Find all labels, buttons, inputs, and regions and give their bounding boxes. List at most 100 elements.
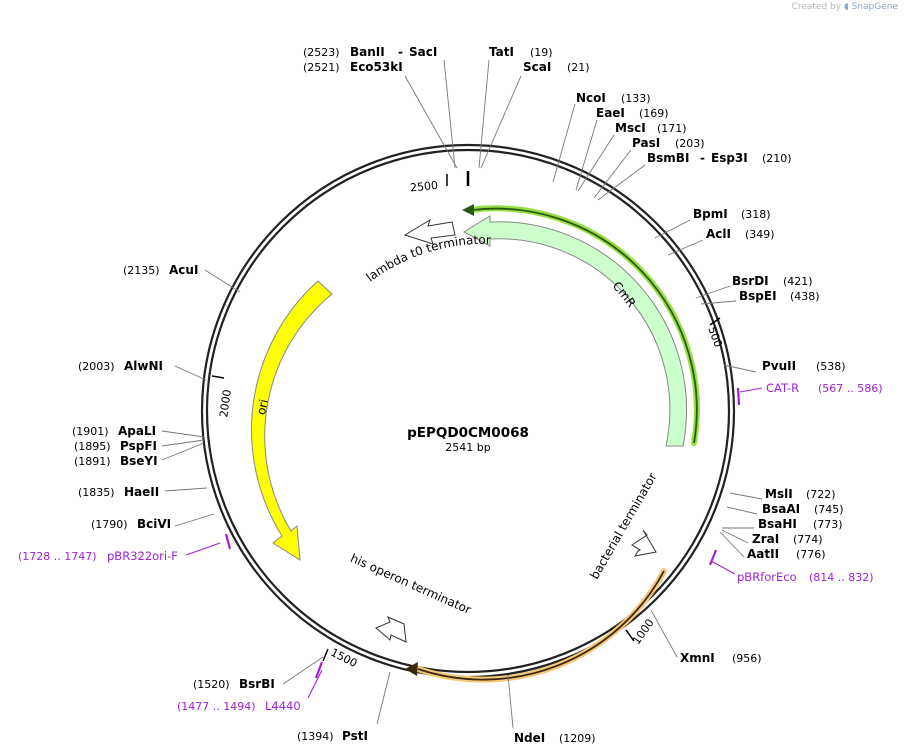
enzyme-position: (169) [639, 107, 669, 120]
enzyme-bsmbi-esp3i[interactable]: BsmBI - Esp3I (210) [647, 151, 792, 165]
enzyme-eco53ki[interactable]: (2521) Eco53kI [303, 60, 403, 74]
primer-name: CAT-R [766, 381, 799, 395]
enzyme-name: HaeII [124, 485, 159, 499]
primer-range: (1728 .. 1747) [18, 550, 97, 563]
primer-range: (1477 .. 1494) [177, 700, 256, 713]
primer-pbr322ori-f[interactable]: (1728 .. 1747) pBR322ori-F [18, 549, 178, 563]
primer-name: pBRforEco [737, 570, 797, 584]
enzyme-msci[interactable]: MscI (171) [615, 121, 687, 135]
enzyme-position: (421) [783, 275, 813, 288]
enzyme-apali[interactable]: (1901) ApaLI [72, 424, 156, 438]
credit-brand: SnapGene [851, 2, 898, 12]
enzyme-eaei[interactable]: EaeI (169) [596, 106, 669, 120]
primer-l4440[interactable]: (1477 .. 1494) L4440 [177, 699, 301, 713]
enzyme-name: MslI [765, 487, 793, 501]
enzyme-bsahi[interactable]: BsaHI (773) [758, 517, 843, 531]
enzyme-name: TatI [489, 45, 514, 59]
feature-cmr-arrow[interactable] [462, 215, 688, 447]
enzyme-position: (1790) [91, 518, 128, 531]
enzyme-bspei[interactable]: BspEI (438) [739, 289, 820, 303]
enzyme-ncoi[interactable]: NcoI (133) [576, 91, 651, 105]
enzyme-pasi[interactable]: PasI (203) [632, 136, 705, 150]
enzyme-position: (956) [732, 652, 762, 665]
lambda-terminator-arrow[interactable] [403, 218, 456, 245]
enzyme-banii-saci[interactable]: (2523) BanII - SacI [303, 45, 437, 59]
primer-mark-pbr322ori-f [224, 533, 232, 550]
enzyme-alwni[interactable]: (2003) AlwNI [78, 359, 163, 373]
enzyme-position: (2135) [123, 264, 160, 277]
his-terminator-arrow[interactable] [375, 616, 407, 643]
enzyme-haeii[interactable]: (1835) HaeII [78, 485, 159, 499]
plasmid-length: 2541 bp [445, 441, 490, 454]
enzyme-name: AlwNI [124, 359, 163, 373]
primer-pbrforeco[interactable]: pBRforEco (814 .. 832) [737, 570, 874, 584]
plasmid-name: pEPQD0CM0068 [407, 425, 529, 441]
tick-2000: 2000 [211, 375, 234, 419]
enzyme-position: (1835) [78, 486, 115, 499]
snapgene-credit: Created by ◖ SnapGene [792, 2, 898, 12]
primer-range: (814 .. 832) [809, 571, 874, 584]
snapgene-logo-icon: ◖ [843, 2, 849, 12]
enzyme-psti[interactable]: (1394) PstI [297, 729, 368, 743]
enzyme-name: ApaLI [118, 424, 156, 438]
enzyme-name: BanII [350, 45, 385, 59]
enzyme-pvuii[interactable]: PvuII (538) [762, 359, 846, 373]
enzyme-position: (2523) [303, 46, 340, 59]
enzyme-bseyi[interactable]: (1891) BseYI [74, 454, 158, 468]
enzyme-name: AatII [747, 547, 779, 561]
enzyme-acui[interactable]: (2135) AcuI [123, 263, 198, 277]
cmr-orf-line [471, 207, 698, 444]
orange-orf-line [417, 570, 665, 681]
enzyme-acli[interactable]: AclI (349) [706, 227, 775, 241]
tick-mark [322, 648, 329, 662]
feature-ori-arrow[interactable] [251, 280, 333, 561]
enzyme-xmni[interactable]: XmnI (956) [680, 651, 762, 665]
enzyme-bsrbi[interactable]: (1520) BsrBI [193, 677, 275, 691]
enzyme-bsrdi[interactable]: BsrDI (421) [732, 274, 813, 288]
primer-range: (567 .. 586) [818, 382, 883, 395]
enzyme-zrai[interactable]: ZraI (774) [752, 532, 823, 546]
enzyme-name: MscI [615, 121, 646, 135]
enzyme-name: PstI [342, 729, 368, 743]
enzyme-name: BsaHI [758, 517, 797, 531]
enzyme-position: (774) [793, 533, 823, 546]
primer-mark-cat-r [736, 387, 741, 406]
enzyme-labels: (2523) BanII - SacI (2521) Eco53kI TatI … [72, 45, 846, 745]
enzyme-name: BpmI [693, 207, 728, 221]
bacterial-terminator-arrow[interactable] [631, 529, 657, 557]
enzyme-position: (21) [567, 61, 590, 74]
backbone-outer-strand [200, 143, 736, 679]
tick-1500: 1500 [322, 646, 359, 670]
enzyme-name: XmnI [680, 651, 715, 665]
enzyme-position: (2521) [303, 61, 340, 74]
enzyme-bsaai[interactable]: BsaAI (745) [762, 502, 844, 516]
orange-orf-track[interactable] [405, 568, 667, 683]
enzyme-bcivi[interactable]: (1790) BciVI [91, 517, 171, 531]
enzyme-name-2: SacI [409, 45, 437, 59]
feature-cmr-orf[interactable] [462, 204, 700, 446]
enzyme-position: (2003) [78, 360, 115, 373]
feature-bacterial-label: bacterial terminator [587, 470, 659, 581]
primer-marks [224, 387, 741, 679]
primer-name: pBR322ori-F [107, 549, 178, 563]
enzyme-separator: - [398, 45, 403, 59]
enzyme-name: BseYI [120, 454, 158, 468]
enzyme-name: BsrDI [732, 274, 769, 288]
enzyme-scai[interactable]: ScaI (21) [523, 60, 590, 74]
enzyme-position: (722) [806, 488, 836, 501]
enzyme-connectors [161, 59, 763, 729]
primer-cat-r[interactable]: CAT-R (567 .. 586) [766, 381, 883, 395]
tick-label: 2000 [217, 389, 234, 419]
enzyme-tati[interactable]: TatI (19) [489, 45, 553, 59]
enzyme-ndei[interactable]: NdeI (1209) [514, 731, 596, 745]
enzyme-msli[interactable]: MslI (722) [765, 487, 836, 501]
tick-mark [709, 317, 721, 326]
enzyme-position: (318) [741, 208, 771, 221]
enzyme-separator: - [700, 151, 705, 165]
enzyme-aatii[interactable]: AatII (776) [747, 547, 826, 561]
enzyme-name: BciVI [137, 517, 171, 531]
enzyme-bpmi[interactable]: BpmI (318) [693, 207, 771, 221]
enzyme-pspfi[interactable]: (1895) PspFI [74, 439, 157, 453]
enzyme-position: (203) [675, 137, 705, 150]
